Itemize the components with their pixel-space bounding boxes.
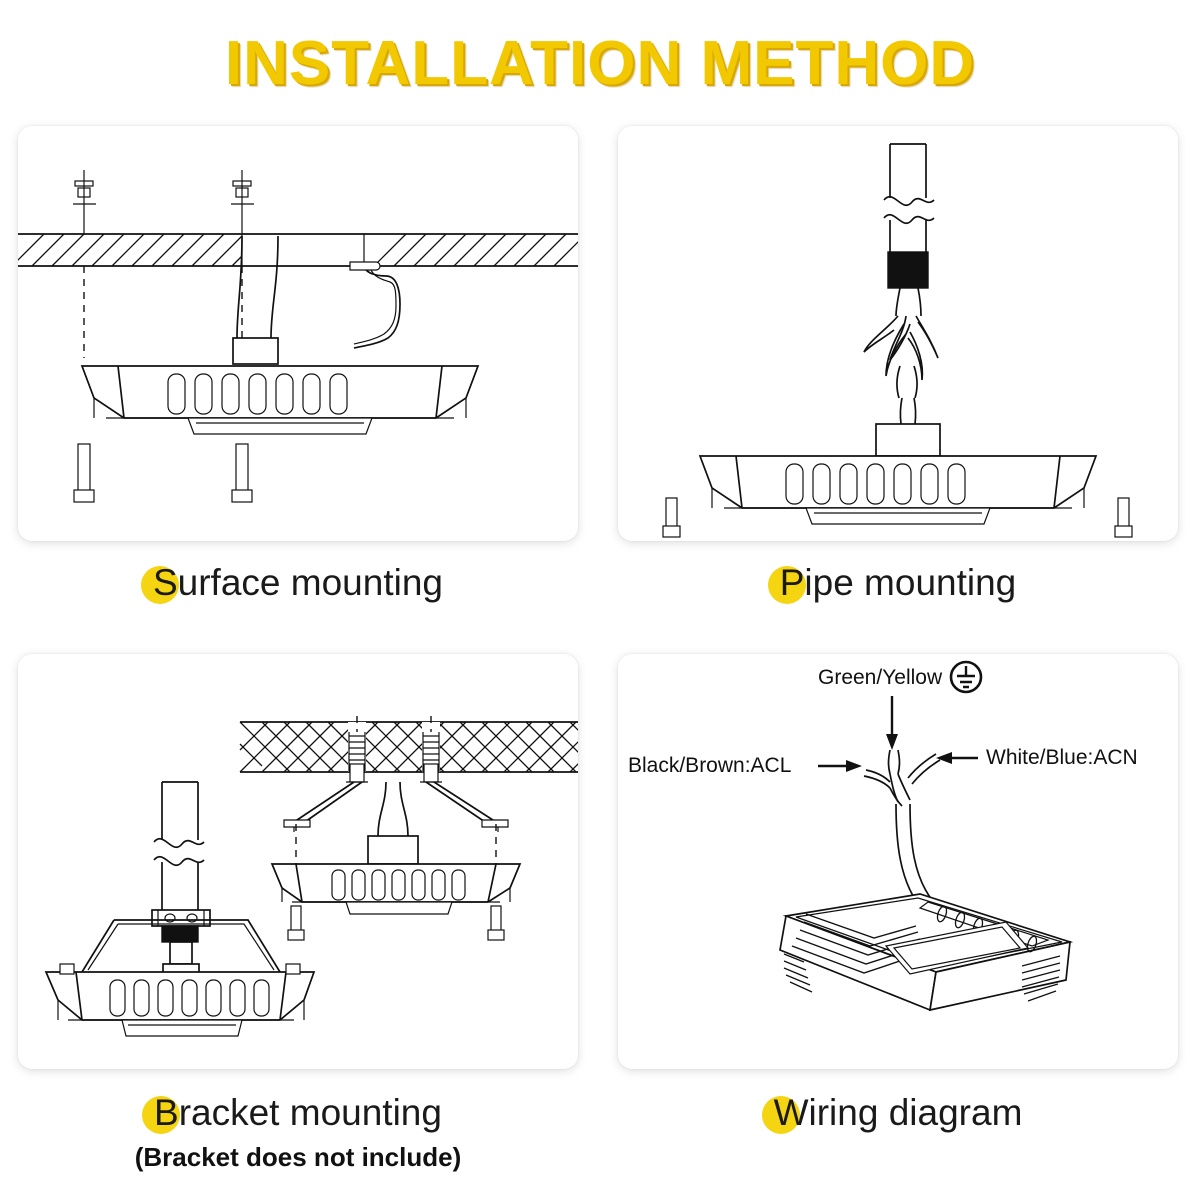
live-arrow-head (846, 760, 862, 772)
wire-conduit (232, 235, 279, 365)
anchor-bolt-left (73, 170, 96, 234)
junction-box (875, 423, 941, 457)
hatched-ceiling (18, 233, 578, 267)
panel-pipe-mounting (618, 126, 1178, 541)
cooling-fins (167, 373, 348, 415)
canopy-light-fixture (80, 365, 480, 435)
panel-surface-mounting-clip (18, 126, 578, 541)
panel-surface-mounting (18, 126, 578, 541)
lens-panel (884, 921, 1030, 975)
pipe-mounting-diagram (662, 143, 1133, 538)
panel-bracket-mounting-clip (18, 654, 578, 1069)
splayed-conductors (863, 749, 941, 807)
canopy-light-fixture-upper (270, 863, 522, 915)
bracket-wire (377, 781, 409, 837)
accent-dot-icon (142, 1096, 181, 1134)
subcaption-bracket-mounting: (Bracket does not include) (134, 1142, 462, 1172)
lens-housing (345, 901, 453, 915)
threaded-anchor-left (346, 716, 368, 783)
vertical-pipe (883, 143, 935, 252)
anchor-bolt-right (231, 170, 254, 234)
cooling-fins (785, 463, 966, 505)
caption-wiring-diagram-text: Wiring diagram (773, 1092, 1023, 1133)
caption-pipe-mounting: Pipe mounting (618, 562, 1178, 604)
caption-bracket-mounting: Bracket mounting (18, 1092, 578, 1134)
label-ground: Green/Yellow (818, 666, 943, 689)
side-vents (1021, 955, 1061, 1002)
earth-ground-icon (949, 660, 983, 694)
surface-mounting-diagram (18, 170, 578, 503)
side-vents-left (783, 953, 813, 993)
splayed-wires (863, 315, 939, 425)
caption-pipe-mounting-text: Pipe mounting (779, 562, 1017, 603)
neutral-arrow-head (936, 752, 952, 764)
canopy-light-fixture-lower (44, 963, 316, 1037)
lens-housing (121, 1019, 243, 1037)
junction-box (367, 835, 419, 865)
label-live: Black/Brown:ACL (628, 754, 791, 777)
panel-pipe-mounting-clip (618, 126, 1178, 541)
mounting-screw-upper-left (287, 905, 305, 941)
cooling-fins (109, 979, 270, 1017)
canopy-light-fixture (698, 455, 1098, 525)
v-bracket-arms (283, 781, 509, 832)
threaded-anchor-right (420, 716, 442, 783)
crosshatch-ceiling (239, 721, 578, 773)
break-symbol (883, 196, 935, 224)
bracket-frame (81, 919, 281, 973)
panel-wiring-diagram: Green/Yellow Black/Brown:ACL White/Blue:… (618, 654, 1178, 1069)
label-neutral: White/Blue:ACN (986, 746, 1138, 769)
ground-wire (349, 261, 401, 349)
mounting-screw-right (1114, 497, 1133, 538)
mounting-screw-right (231, 443, 253, 503)
panel-bracket-mounting (18, 654, 578, 1069)
caption-bracket-mounting-text: Bracket mounting (154, 1092, 442, 1133)
mounting-screw-left (73, 443, 95, 503)
cable-sheath (895, 287, 922, 317)
cooling-fins (331, 869, 466, 901)
caption-surface-mounting-text: Surface mounting (152, 562, 443, 603)
page-title-wrap: INSTALLATION METHOD (0, 28, 1200, 99)
mounting-screw-left (662, 497, 681, 538)
accent-dot-icon (767, 566, 806, 604)
panel-wiring-diagram-clip: Green/Yellow Black/Brown:ACL White/Blue:… (618, 654, 1178, 1069)
vertical-pipe (153, 781, 205, 910)
black-connector (887, 251, 929, 289)
wiring-diagram: Green/Yellow Black/Brown:ACL White/Blue:… (628, 660, 1138, 1012)
bracket-mounting-diagram (44, 716, 578, 1037)
caption-surface-mounting: Surface mounting (18, 562, 578, 604)
lens-housing (187, 417, 373, 435)
caption-wiring-diagram: Wiring diagram (618, 1092, 1178, 1134)
accent-dot-icon (761, 1096, 800, 1134)
break-symbol (153, 838, 205, 866)
accent-dot-icon (140, 566, 179, 604)
ground-arrow-head (886, 734, 898, 750)
page-title: INSTALLATION METHOD (224, 29, 976, 98)
mounting-screw-upper-right (487, 905, 505, 941)
canopy-light-fixture-3d (779, 893, 1074, 1012)
lens-housing (805, 507, 991, 525)
